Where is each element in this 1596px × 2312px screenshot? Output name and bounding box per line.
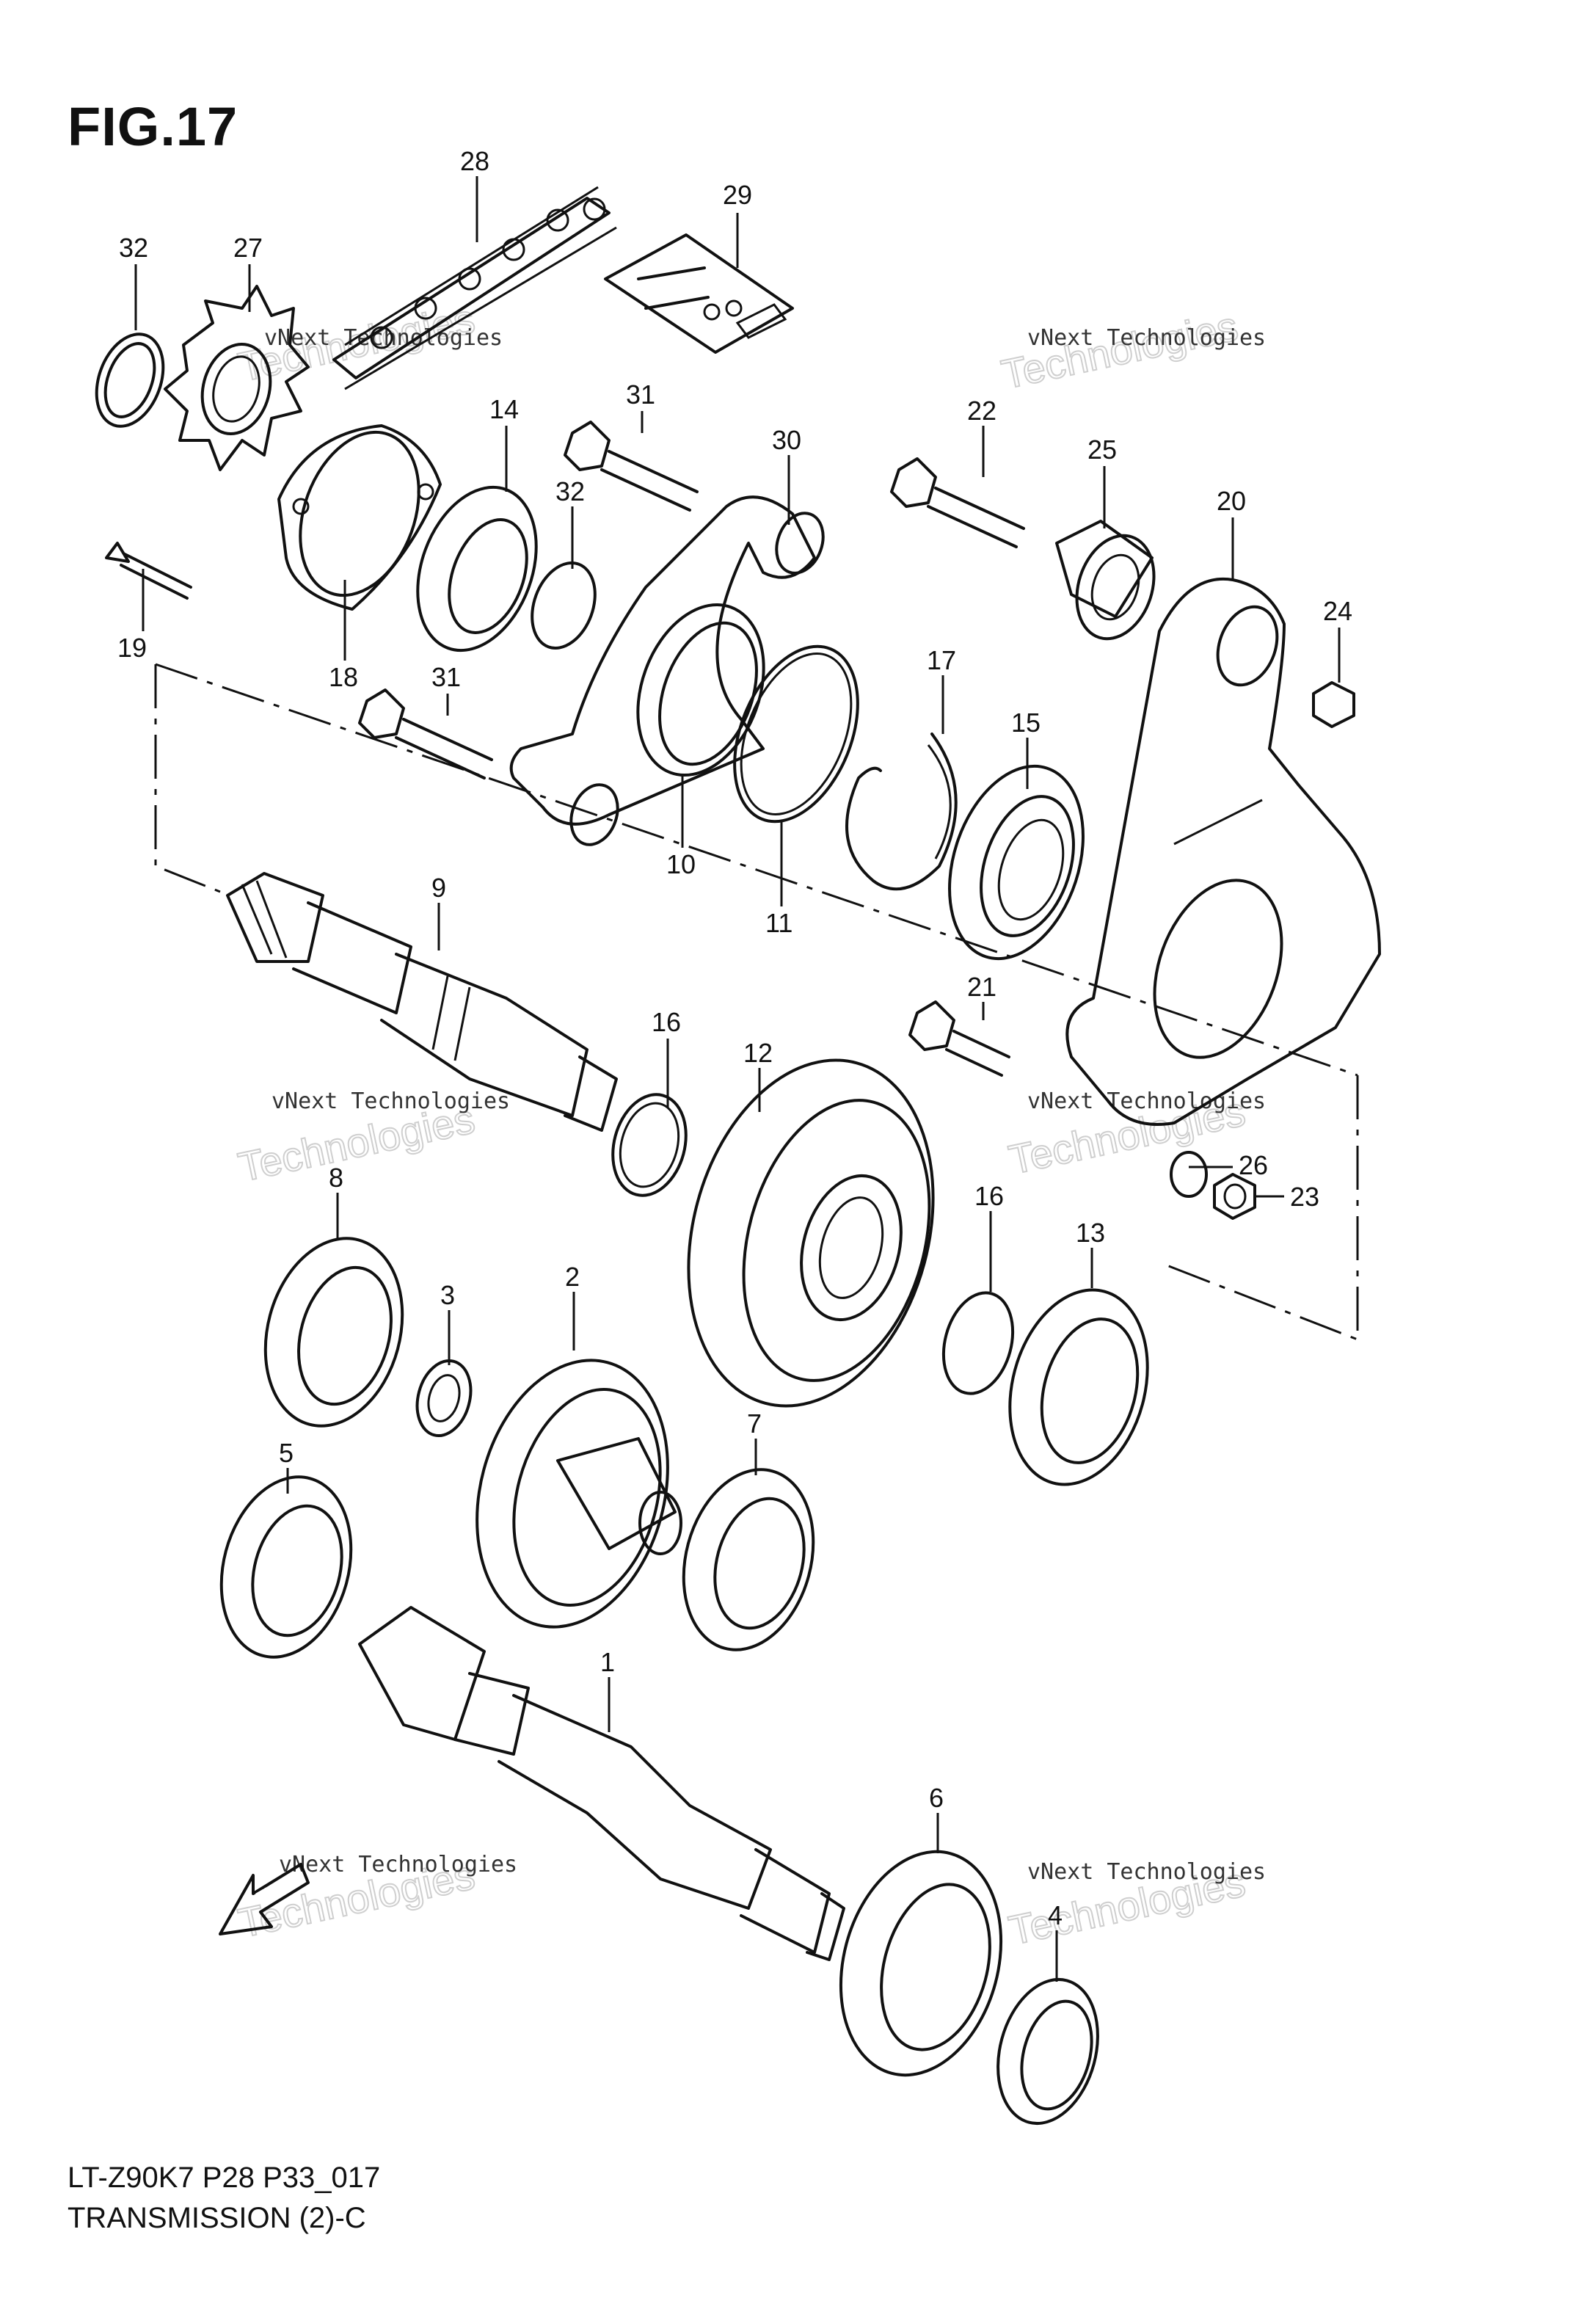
callout-31: 31 — [626, 379, 655, 410]
part-arm-30 — [509, 495, 825, 846]
callout-32: 32 — [555, 476, 585, 506]
part-bolt-31b — [358, 688, 493, 779]
callout-3: 3 — [440, 1280, 455, 1310]
part-seal-4 — [996, 1977, 1099, 2126]
callout-24: 24 — [1323, 596, 1352, 626]
part-plate-18 — [277, 424, 442, 611]
callout-17: 17 — [927, 645, 956, 675]
callout-29: 29 — [723, 180, 752, 210]
part-seal-14 — [416, 485, 538, 652]
watermark-text: vNext Technologies — [272, 1088, 510, 1114]
part-bolt-22 — [890, 457, 1025, 548]
part-bracket-20 — [1065, 577, 1381, 1126]
callout-20: 20 — [1217, 486, 1246, 516]
figure-title: FIG.17 — [68, 96, 238, 157]
callout-18: 18 — [329, 662, 358, 692]
part-collar-26 — [1170, 1151, 1208, 1198]
callout-6: 6 — [929, 1783, 944, 1813]
callout-21: 21 — [967, 972, 996, 1002]
alignment-lines — [154, 663, 1359, 1342]
callout-27: 27 — [233, 233, 263, 263]
part-screw-19 — [105, 542, 192, 600]
callout-4: 4 — [1048, 1900, 1063, 1930]
callout-1: 1 — [600, 1647, 615, 1677]
watermark-text: vNext Technologies — [1027, 1088, 1266, 1114]
leader-lines — [134, 176, 1341, 1982]
part-chain-28 — [332, 186, 617, 390]
callout-15: 15 — [1011, 708, 1041, 738]
callout-numbers: 32 27 28 29 14 31 32 30 22 25 20 24 19 1… — [117, 146, 1352, 1930]
part-bearing-13 — [1008, 1288, 1149, 1486]
callout-19: 19 — [117, 633, 147, 663]
part-gear-12 — [687, 1058, 935, 1408]
part-washer-3 — [415, 1359, 473, 1438]
callout-22: 22 — [967, 396, 996, 426]
part-bearing-8 — [263, 1237, 404, 1428]
part-bolt-31a — [564, 421, 699, 512]
part-oring-11 — [733, 644, 859, 824]
section-title: TRANSMISSION (2)-C — [68, 2202, 366, 2234]
part-bearing-7 — [682, 1468, 815, 1651]
part-gear-2 — [475, 1359, 682, 1629]
part-collar-25 — [1055, 520, 1156, 641]
callout-11: 11 — [765, 908, 792, 938]
callout-25: 25 — [1087, 435, 1117, 465]
part-shaft-9 — [226, 872, 618, 1132]
part-bearing-5 — [219, 1475, 353, 1659]
part-circlip-32b — [531, 561, 597, 650]
part-bolt-21 — [908, 1000, 1010, 1077]
part-ring-10 — [636, 603, 765, 777]
callout-16: 16 — [652, 1007, 681, 1037]
callout-13: 13 — [1076, 1218, 1105, 1248]
callout-10: 10 — [666, 849, 696, 879]
part-nut-23 — [1213, 1173, 1256, 1220]
part-shaft-1 — [358, 1606, 845, 1961]
part-bearing-15 — [948, 764, 1085, 961]
part-master-link-29 — [604, 233, 794, 354]
callout-14: 14 — [489, 394, 519, 424]
callout-28: 28 — [460, 146, 489, 176]
part-circlip-16a — [611, 1093, 688, 1197]
callout-30: 30 — [772, 425, 801, 455]
callout-5: 5 — [279, 1438, 294, 1468]
part-bearing-6 — [839, 1850, 1003, 2077]
callout-31: 31 — [431, 662, 461, 692]
part-circlip-17 — [845, 733, 958, 891]
part-sprocket-27 — [164, 285, 310, 471]
part-circlip-16b — [941, 1291, 1015, 1395]
model-code: LT-Z90K7 P28 P33_017 — [68, 2162, 381, 2194]
callout-7: 7 — [747, 1408, 762, 1439]
watermark-text: vNext Technologies — [279, 1852, 517, 1877]
callout-9: 9 — [431, 873, 446, 903]
callout-32: 32 — [119, 233, 148, 263]
watermark-text: vNext Technologies — [1027, 1859, 1266, 1885]
callout-23: 23 — [1290, 1182, 1319, 1212]
watermark-text: vNext Technologies — [1027, 325, 1266, 351]
callout-26: 26 — [1239, 1150, 1268, 1180]
callout-16: 16 — [974, 1181, 1004, 1211]
callout-2: 2 — [565, 1262, 580, 1292]
part-nut-24 — [1312, 681, 1355, 728]
callout-12: 12 — [743, 1038, 773, 1068]
callout-8: 8 — [329, 1163, 343, 1193]
part-circlip-32 — [95, 332, 165, 428]
